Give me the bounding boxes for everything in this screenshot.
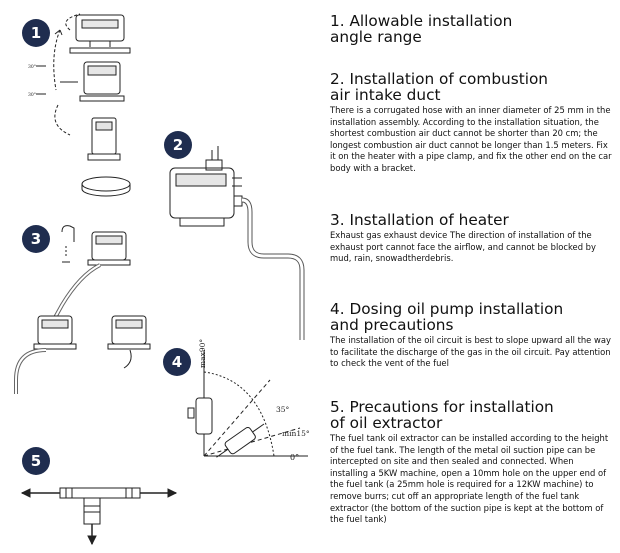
- section-1-title-line2: angle range: [330, 28, 422, 46]
- section-air-intake: 2. Installation of combustion air intake…: [330, 71, 612, 175]
- top-tick-label: 30°: [28, 64, 36, 70]
- section-2-body: There is a corrugated hose with an inner…: [330, 105, 612, 173]
- installation-illustrations: 30° 30°: [14, 13, 310, 546]
- section-angle-range: 1. Allowable installation angle range: [330, 13, 612, 45]
- section-dosing-pump: 4. Dosing oil pump installation and prec…: [330, 301, 612, 370]
- section-2-title-line2: air intake duct: [330, 86, 441, 104]
- deg35-label: 35°: [276, 405, 290, 414]
- dosing-pump-angle-diagram: [187, 350, 308, 458]
- section-3-body: Exhaust gas exhaust device The direction…: [330, 230, 596, 264]
- section-4-body: The installation of the oil circuit is b…: [330, 335, 611, 369]
- section-1-title-line1: 1. Allowable installation: [330, 12, 513, 30]
- section-2-title-line1: 2. Installation of combustion: [330, 70, 548, 88]
- section-heater: 3. Installation of heater Exhaust gas ex…: [330, 212, 612, 265]
- t-connector-diagram: [20, 487, 178, 546]
- max90-label: max90°: [198, 339, 207, 368]
- heater-mounting-diagram: [14, 225, 151, 394]
- section-4-title-line1: 4. Dosing oil pump installation: [330, 300, 564, 318]
- section-4-title-line2: and precautions: [330, 316, 454, 334]
- badge-5: 5: [22, 447, 50, 475]
- angle-range-diagram: [36, 13, 131, 197]
- section-3-title-line1: 3. Installation of heater: [330, 211, 509, 229]
- section-5-body: The fuel tank oil extractor can be insta…: [330, 433, 609, 525]
- badge-2: 2: [164, 131, 192, 159]
- section-oil-extractor: 5. Precautions for installation of oil e…: [330, 399, 612, 526]
- bottom-tick-label: 30°: [28, 92, 36, 98]
- badge-3: 3: [22, 225, 50, 253]
- section-5-title-line2: of oil extractor: [330, 414, 443, 432]
- min15-label: min15°: [282, 429, 310, 438]
- badge-1: 1: [22, 19, 50, 47]
- badge-4: 4: [163, 348, 191, 376]
- section-5-title-line1: 5. Precautions for installation: [330, 398, 554, 416]
- heater-intake-diagram: [169, 146, 305, 340]
- deg0-label: 0°: [290, 453, 299, 462]
